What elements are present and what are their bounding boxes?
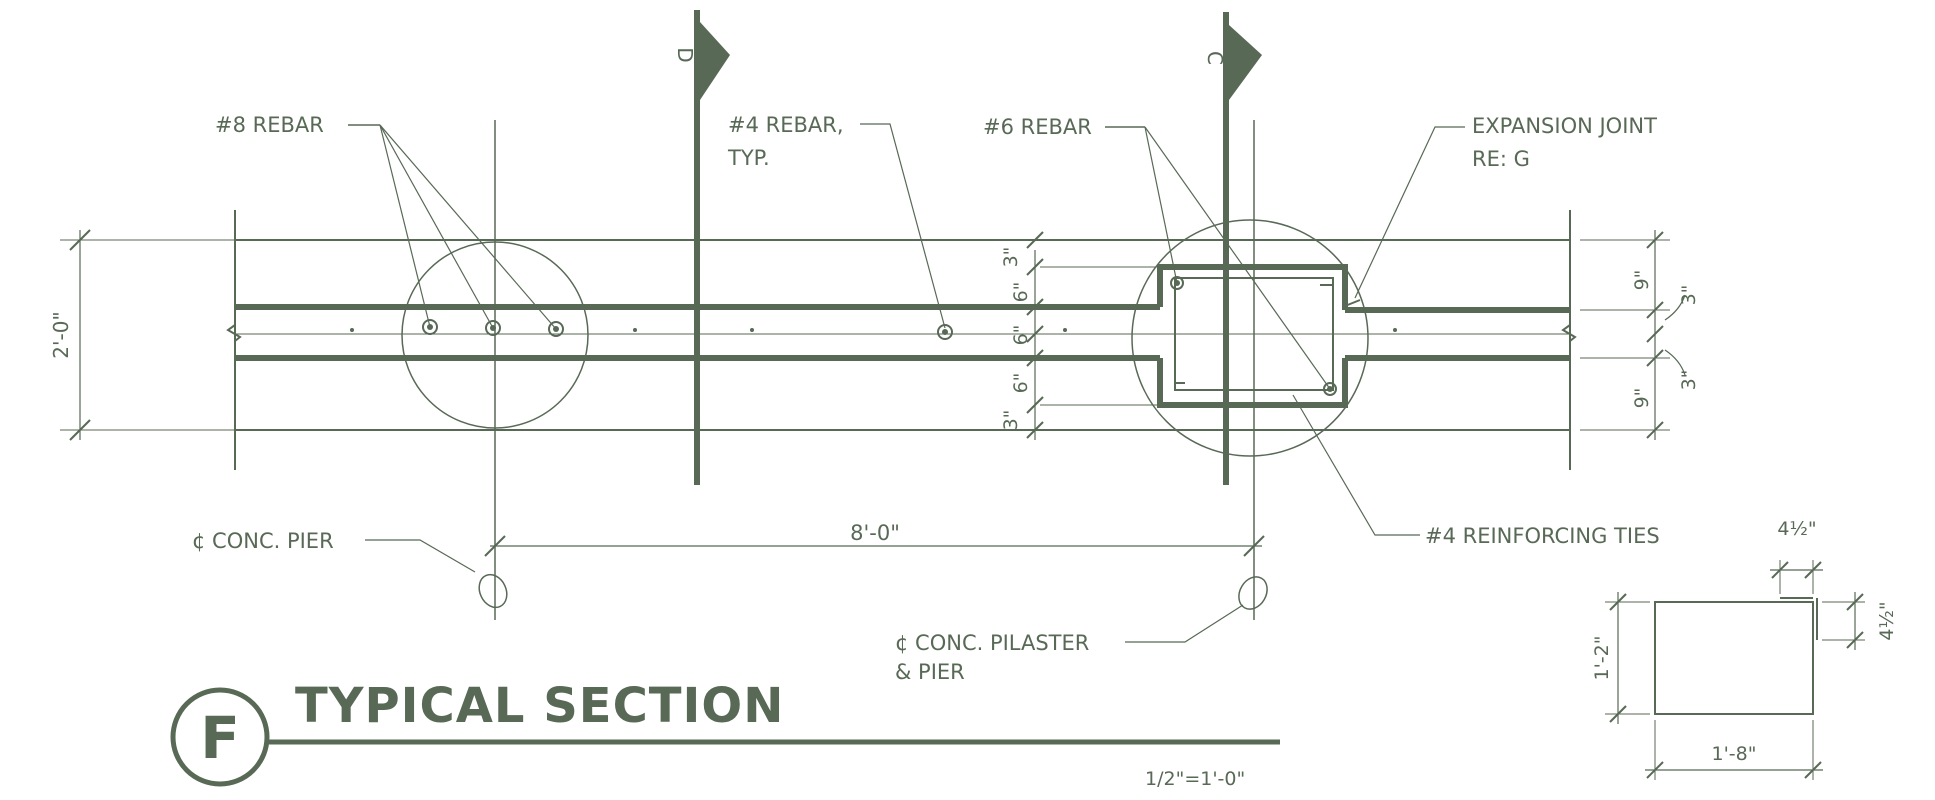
section-cut-c: C <box>1203 12 1262 485</box>
drawing-scale: 1/2"=1'-0" <box>1145 768 1245 790</box>
rebar-4-bar <box>937 324 953 340</box>
rebar-6-label: #6 REBAR <box>983 115 1092 139</box>
svg-text:3": 3" <box>1678 285 1700 306</box>
svg-text:2'-0": 2'-0" <box>49 311 73 358</box>
pilaster <box>1131 120 1369 620</box>
svg-text:6": 6" <box>1010 373 1032 394</box>
rebar-6-bars <box>1170 276 1337 396</box>
detail-side-offset-dim: 4½" <box>1876 601 1898 640</box>
slab-outline <box>226 210 1577 470</box>
svg-text:9": 9" <box>1631 388 1653 409</box>
svg-text:6": 6" <box>1010 282 1032 303</box>
conc-pier-label: ¢ CONC. PIER <box>192 529 334 553</box>
conc-pilaster-label: ¢ CONC. PILASTER <box>895 631 1089 655</box>
svg-text:D: D <box>673 47 697 62</box>
detail-top-offset-dim: 4½" <box>1777 518 1816 540</box>
section-symbol-circle <box>170 687 270 787</box>
title-block: F TYPICAL SECTION 1/2"=1'-0" <box>170 678 1280 790</box>
dimension-overall-height: 2'-0" <box>49 229 235 441</box>
pier-centerline <box>401 120 589 620</box>
dimension-pilaster-vertical: 3" 6" 6" 6" 3" <box>1000 231 1160 440</box>
detail-height-dim: 1'-2" <box>1591 636 1613 681</box>
svg-text:9": 9" <box>1631 270 1653 291</box>
svg-text:8'-0": 8'-0" <box>850 521 900 545</box>
drawing-title: TYPICAL SECTION <box>295 678 784 734</box>
pilaster-size-detail: 1'-8" 1'-2" 4½" 4½" <box>1591 518 1898 780</box>
rebar-4-typ-label: TYP. <box>727 146 770 170</box>
expansion-joint-ref-label: RE: G <box>1472 147 1530 171</box>
reinforcing-ties-label: #4 REINFORCING TIES <box>1425 524 1660 548</box>
expansion-joint-label: EXPANSION JOINT <box>1472 114 1657 138</box>
svg-text:6": 6" <box>1010 325 1032 346</box>
slab-dots <box>350 328 1397 332</box>
pilaster-pier-label: & PIER <box>895 660 965 684</box>
rebar-8-label: #8 REBAR <box>215 113 324 137</box>
dimension-span: 8'-0" <box>484 521 1265 557</box>
svg-text:3": 3" <box>1000 410 1022 431</box>
svg-text:3": 3" <box>1000 247 1022 268</box>
svg-text:3": 3" <box>1678 370 1700 391</box>
detail-width-dim: 1'-8" <box>1712 743 1757 765</box>
dimension-right-side: 9" 3" 3" 9" <box>1580 230 1700 440</box>
callout-labels: #8 REBAR #4 REBAR, TYP. #6 REBAR EXPANSI… <box>192 113 1660 684</box>
leader-lines <box>348 123 1465 643</box>
section-symbol: F <box>200 704 240 772</box>
svg-text:C: C <box>1203 51 1227 65</box>
rebar-4-label: #4 REBAR, <box>728 113 844 137</box>
section-cut-d: D <box>673 10 730 485</box>
